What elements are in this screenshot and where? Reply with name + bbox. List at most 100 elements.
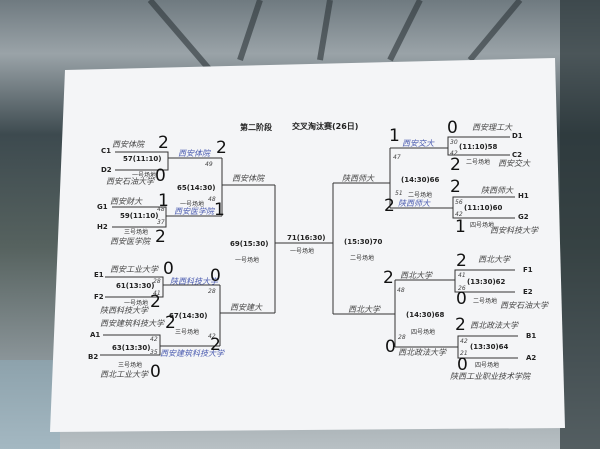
final-venue: 一号场地 bbox=[290, 248, 315, 255]
team: 西北大学 bbox=[400, 271, 432, 280]
note: 42 bbox=[150, 336, 158, 343]
team: 西安医学院 bbox=[110, 237, 150, 246]
match-label: 63(13:30) bbox=[112, 344, 151, 352]
note: 21 bbox=[460, 350, 468, 357]
team: 西北政法大学 bbox=[470, 321, 518, 330]
note: 37 bbox=[157, 219, 165, 226]
team: 西安石油大学 bbox=[500, 301, 548, 310]
venue: 四号场地 bbox=[475, 362, 500, 369]
score: 2 bbox=[210, 335, 221, 355]
score: 0 bbox=[155, 166, 166, 186]
team: 陕西师大 bbox=[342, 174, 374, 183]
team: 陕西科技大学 bbox=[170, 277, 218, 286]
venue: 一号场地 bbox=[132, 172, 157, 179]
seed: H1 bbox=[518, 192, 529, 200]
score: 1 bbox=[214, 200, 225, 220]
note: 41 bbox=[153, 290, 161, 297]
team: 西安石油大学 bbox=[106, 177, 154, 186]
team: 西北大学 bbox=[348, 305, 380, 314]
score: 0 bbox=[163, 259, 174, 279]
stage-title: 第二阶段 bbox=[240, 123, 272, 132]
venue: 三号场地 bbox=[124, 229, 149, 236]
seed: A1 bbox=[90, 331, 101, 339]
score: 0 bbox=[150, 362, 161, 382]
venue: 一号场地 bbox=[180, 201, 205, 208]
score: 2 bbox=[158, 133, 169, 153]
team: 西安体院 bbox=[112, 140, 144, 149]
seed: C1 bbox=[101, 147, 112, 155]
seed: B1 bbox=[526, 332, 537, 340]
team: 西安建筑科技大学 bbox=[100, 319, 164, 328]
team: 西安财大 bbox=[110, 197, 142, 206]
team: 西安理工大 bbox=[472, 123, 512, 132]
score: 2 bbox=[150, 292, 161, 312]
venue: 三号场地 bbox=[175, 329, 200, 336]
note: 26 bbox=[458, 285, 466, 292]
score: 2 bbox=[165, 313, 176, 333]
note: 28 bbox=[208, 288, 216, 295]
team: 西北大学 bbox=[478, 255, 510, 264]
score: 2 bbox=[455, 315, 466, 335]
seed: C2 bbox=[512, 151, 523, 159]
seed: F2 bbox=[94, 293, 104, 301]
seed: B2 bbox=[88, 353, 99, 361]
match-label: (15:30)70 bbox=[344, 238, 383, 246]
score: 0 bbox=[457, 355, 468, 375]
round-title: 交叉淘汰赛(26日) bbox=[292, 122, 359, 131]
final-label: 71(16:30) bbox=[287, 234, 326, 242]
team: 西安医学院 bbox=[174, 207, 214, 216]
note: 42 bbox=[208, 333, 216, 340]
match-label: 61(13:30) bbox=[116, 282, 155, 290]
score: 0 bbox=[456, 289, 467, 309]
team: 西安交大 bbox=[402, 139, 434, 148]
match-label: (14:30)66 bbox=[401, 176, 440, 184]
match-label: (14:30)68 bbox=[406, 311, 445, 319]
note: 30 bbox=[450, 139, 458, 146]
score: 2 bbox=[383, 268, 394, 288]
match-label: (13:30)64 bbox=[470, 343, 509, 351]
seed: E1 bbox=[94, 271, 104, 279]
note: 28 bbox=[153, 278, 161, 285]
team: 西北政法大学 bbox=[398, 348, 446, 357]
seed: F1 bbox=[523, 266, 533, 274]
note: 35 bbox=[150, 349, 158, 356]
seed: D2 bbox=[101, 166, 112, 174]
note: 48 bbox=[157, 206, 165, 213]
note: 28 bbox=[398, 334, 406, 341]
note: 56 bbox=[455, 199, 463, 206]
team: 西安交大 bbox=[498, 159, 530, 168]
team: 陕西师大 bbox=[398, 199, 430, 208]
venue: 二号场地 bbox=[408, 192, 433, 199]
team: 西安科技大学 bbox=[490, 226, 538, 235]
venue: 三号场地 bbox=[118, 362, 143, 369]
team: 西安建筑科技大学 bbox=[160, 349, 224, 358]
score: 2 bbox=[384, 196, 395, 216]
team: 陕西科技大学 bbox=[100, 306, 148, 315]
match-label: (11:10)58 bbox=[459, 143, 498, 151]
seed: G1 bbox=[97, 203, 108, 211]
match-label: 57(11:10) bbox=[123, 155, 162, 163]
score: 2 bbox=[216, 138, 227, 158]
score: 2 bbox=[450, 177, 461, 197]
match-label: (13:30)62 bbox=[467, 278, 506, 286]
team: 西安工业大学 bbox=[110, 265, 158, 274]
score: 1 bbox=[455, 217, 466, 237]
seed: H2 bbox=[97, 223, 108, 231]
seed: G2 bbox=[518, 213, 529, 221]
venue: 四号场地 bbox=[470, 222, 495, 229]
bracket-lines bbox=[100, 136, 518, 359]
note: 42 bbox=[450, 150, 458, 157]
venue: 二号场地 bbox=[466, 159, 491, 166]
match-label: 65(14:30) bbox=[177, 184, 216, 192]
note: 41 bbox=[458, 272, 466, 279]
venue: 一号场地 bbox=[235, 257, 260, 264]
score: 2 bbox=[456, 251, 467, 271]
team: 西安建大 bbox=[230, 303, 262, 312]
seed: D1 bbox=[512, 132, 523, 140]
match-label: (11:10)60 bbox=[464, 204, 503, 212]
seed: A2 bbox=[526, 354, 537, 362]
match-label: 67(14:30) bbox=[169, 312, 208, 320]
score: 2 bbox=[450, 155, 461, 175]
note: 47 bbox=[393, 154, 401, 161]
score: 0 bbox=[385, 337, 396, 357]
